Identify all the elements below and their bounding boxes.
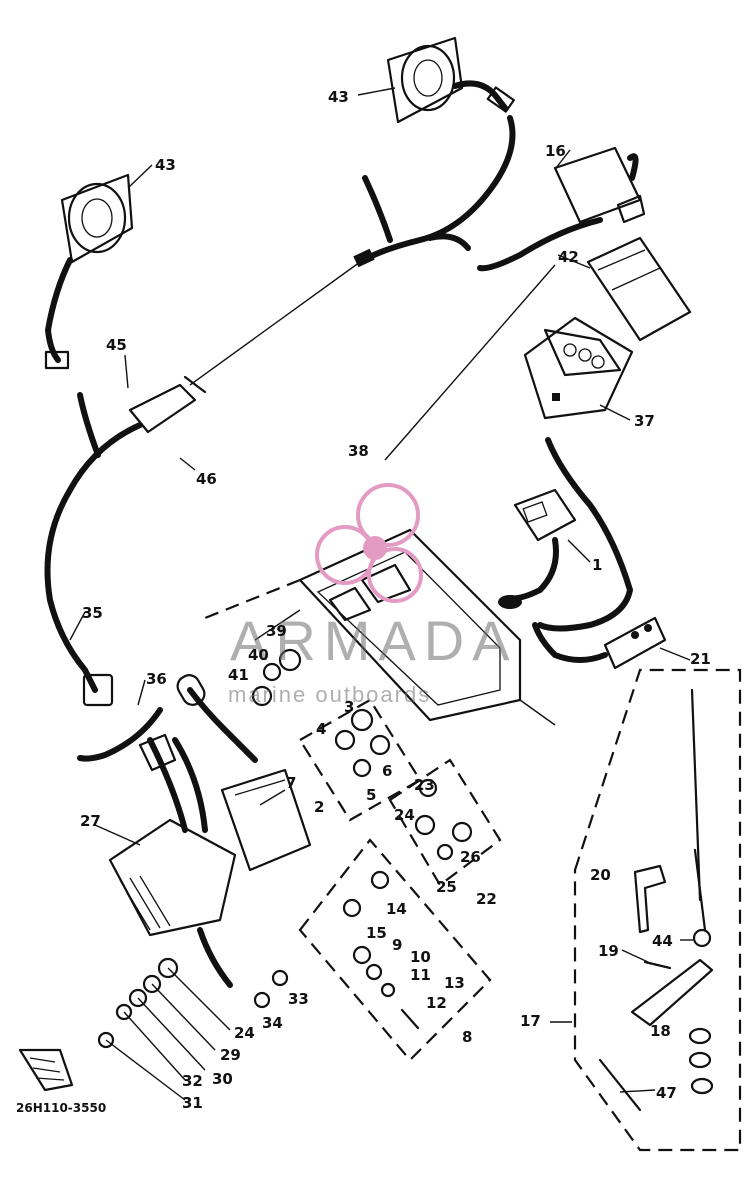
switch-1 bbox=[498, 437, 634, 632]
part-label: 24 bbox=[394, 806, 415, 824]
part-label: 23 bbox=[414, 776, 435, 794]
part-label: 20 bbox=[590, 866, 611, 884]
part-label: 12 bbox=[426, 994, 447, 1012]
part-label: 42 bbox=[558, 248, 579, 266]
part-label: 1 bbox=[592, 556, 602, 574]
speaker-top-left bbox=[44, 173, 134, 370]
part-label: 8 bbox=[462, 1028, 472, 1046]
part-label: 7 bbox=[286, 774, 296, 792]
part-label: 40 bbox=[248, 646, 269, 664]
part-label: 16 bbox=[545, 142, 566, 160]
watermark-brand: ARMADA bbox=[230, 609, 518, 672]
part-label: 25 bbox=[436, 878, 457, 896]
part-label: 19 bbox=[598, 942, 619, 960]
part-label: 15 bbox=[366, 924, 387, 942]
dash-panel-38 bbox=[199, 264, 556, 726]
part-label: 24 bbox=[234, 1024, 255, 1042]
part-label: 47 bbox=[656, 1084, 677, 1102]
part-label: 26 bbox=[460, 848, 481, 866]
watermark-tagline: marine outboards bbox=[228, 682, 431, 707]
part-labels: 43 43 16 42 45 37 46 38 1 35 39 40 41 36… bbox=[16, 88, 711, 1115]
part-label: 4 bbox=[316, 720, 326, 738]
wire-lead-36 bbox=[77, 674, 258, 763]
part-label: 5 bbox=[366, 786, 376, 804]
part-label: 45 bbox=[106, 336, 127, 354]
radio-unit-16 bbox=[477, 146, 646, 272]
part-label: 14 bbox=[386, 900, 407, 918]
part-label: 33 bbox=[288, 990, 309, 1008]
part-label: 2 bbox=[314, 798, 324, 816]
part-label: 46 bbox=[196, 470, 217, 488]
part-label: 27 bbox=[80, 812, 101, 830]
bracket-42 bbox=[586, 236, 692, 342]
part-label: 10 bbox=[410, 948, 431, 966]
part-label: 43 bbox=[328, 88, 349, 106]
part-label: 41 bbox=[228, 666, 249, 684]
control-unit-7 bbox=[138, 733, 312, 872]
switch-group-22 bbox=[388, 758, 502, 887]
part-label: 44 bbox=[652, 932, 673, 950]
fastener-group-8 bbox=[298, 838, 492, 1062]
fasteners-39-40-41 bbox=[251, 648, 302, 707]
part-label: 43 bbox=[155, 156, 176, 174]
speaker-top-right bbox=[386, 36, 515, 124]
part-label: 11 bbox=[410, 966, 431, 984]
watermark-logo bbox=[315, 483, 423, 603]
watermark: ARMADA marine outboards bbox=[228, 483, 518, 707]
part-label: 22 bbox=[476, 890, 497, 908]
part-label: 9 bbox=[392, 936, 402, 954]
part-label: 39 bbox=[266, 622, 287, 640]
leader-lines bbox=[69, 87, 693, 1093]
front-arrow-icon bbox=[18, 1048, 74, 1092]
part-label: 34 bbox=[262, 1014, 283, 1032]
part-label: 37 bbox=[634, 412, 655, 430]
part-label: 13 bbox=[444, 974, 465, 992]
part-label: 32 bbox=[182, 1072, 203, 1090]
drawing-code: 26H110-3550 bbox=[16, 1101, 106, 1115]
part-label: 21 bbox=[690, 650, 711, 668]
regulator-27 bbox=[108, 818, 237, 988]
wiring-harness bbox=[44, 115, 516, 707]
part-label: 36 bbox=[146, 670, 167, 688]
switch-group-2 bbox=[298, 698, 422, 822]
connector-21 bbox=[532, 616, 667, 670]
part-label: 6 bbox=[382, 762, 392, 780]
part-label: 30 bbox=[212, 1070, 233, 1088]
part-label: 38 bbox=[348, 442, 369, 460]
part-label: 29 bbox=[220, 1046, 241, 1064]
module-37 bbox=[523, 316, 634, 420]
part-label: 18 bbox=[650, 1022, 671, 1040]
part-label: 35 bbox=[82, 604, 103, 622]
antenna-group-17 bbox=[573, 668, 742, 1152]
hardware-stack bbox=[97, 957, 289, 1101]
part-label: 31 bbox=[182, 1094, 203, 1112]
part-label: 3 bbox=[344, 698, 354, 716]
part-label: 17 bbox=[520, 1012, 541, 1030]
